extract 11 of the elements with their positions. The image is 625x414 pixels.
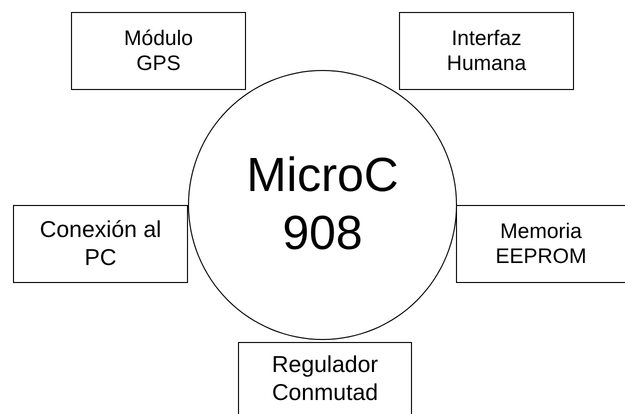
node-label: Conexión al PC — [38, 216, 162, 272]
module-box — [71, 12, 246, 90]
node-label: MicroC 908 — [246, 148, 400, 262]
module-box — [238, 342, 412, 414]
node-label: Módulo GPS — [123, 26, 194, 76]
node-label: Interfaz Humana — [446, 26, 528, 76]
module-box — [456, 205, 625, 283]
node-label: Regulador Conmutad — [270, 351, 380, 406]
node-label: Memoria EEPROM — [494, 218, 588, 270]
module-box — [399, 12, 574, 90]
module-box — [13, 205, 188, 283]
